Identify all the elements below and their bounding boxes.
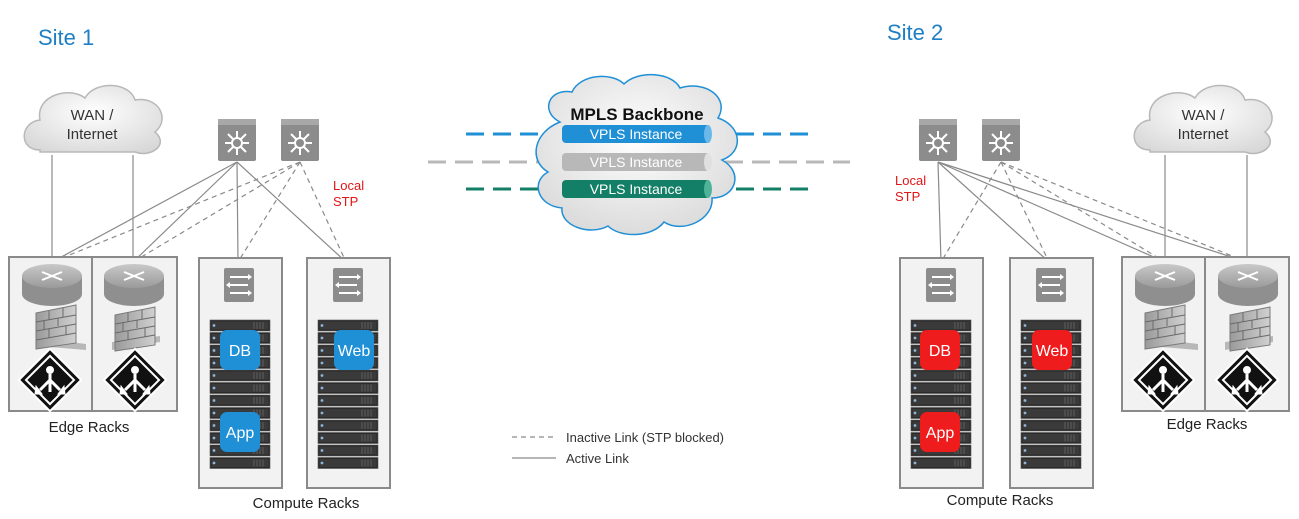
active-links — [937, 161, 1248, 263]
svg-text:DB: DB — [929, 343, 951, 360]
svg-text:VPLS Instance: VPLS Instance — [590, 126, 683, 142]
svg-text:VPLS Instance: VPLS Instance — [590, 181, 683, 197]
edge-racks-label: Edge Racks — [49, 419, 130, 436]
compute-racks-label: Compute Racks — [947, 492, 1054, 509]
vm-tag-db: DB — [920, 330, 960, 370]
firewall-icon — [114, 306, 156, 352]
core-switch-icon — [918, 118, 958, 162]
svg-text:Web: Web — [1036, 343, 1069, 360]
svg-text:VPLS Instance: VPLS Instance — [590, 154, 683, 170]
site1: Site 1 WAN / Intern — [8, 25, 391, 512]
vpls-instance: VPLS Instance — [562, 153, 712, 171]
wan-label-line2: Internet — [1178, 126, 1230, 143]
firewall-icon — [35, 304, 77, 350]
firewall-icon — [1144, 304, 1186, 350]
mpls-backbone-title: MPLS Backbone — [570, 105, 703, 124]
router-icon — [1134, 263, 1196, 307]
legend: Inactive Link (STP blocked) Active Link — [512, 430, 724, 466]
svg-text:App: App — [926, 425, 955, 442]
firewall-icon — [1229, 306, 1271, 352]
router-icon — [21, 263, 83, 307]
tor-switch-icon — [1035, 267, 1067, 303]
wan-label-line1: WAN / — [1182, 107, 1226, 124]
site1-wan-cloud: WAN / Internet — [23, 84, 163, 155]
vm-tag-web: Web — [334, 330, 374, 370]
local-stp-label-line1: Local — [333, 178, 364, 193]
site2-wan-cloud: WAN / Internet — [1133, 84, 1273, 155]
tor-switch-icon — [332, 267, 364, 303]
local-stp-label-line1: Local — [895, 173, 926, 188]
compute-racks-label: Compute Racks — [253, 495, 360, 512]
legend-active-label: Active Link — [566, 451, 629, 466]
inactive-links — [51, 161, 347, 263]
vpls-instance: VPLS Instance — [562, 125, 712, 143]
core-switch-icon — [280, 118, 320, 162]
vm-tag-app: App — [920, 412, 960, 452]
inactive-links — [940, 161, 1248, 263]
svg-text:Web: Web — [338, 343, 371, 360]
site2-links — [937, 155, 1248, 263]
site1-title: Site 1 — [38, 25, 94, 50]
active-links — [51, 161, 347, 263]
edge-racks-label: Edge Racks — [1167, 416, 1248, 433]
vm-tag-app: App — [220, 412, 260, 452]
site2-title: Site 2 — [887, 20, 943, 45]
core-switch-icon — [217, 118, 257, 162]
vpls-instance: VPLS Instance — [562, 180, 712, 198]
router-icon — [1217, 263, 1279, 307]
mpls-backbone: MPLS Backbone VPLS Instance VPLS Instanc… — [428, 73, 850, 236]
vm-tag-db: DB — [220, 330, 260, 370]
svg-text:App: App — [226, 425, 255, 442]
legend-inactive-label: Inactive Link (STP blocked) — [566, 430, 724, 445]
core-switch-icon — [981, 118, 1021, 162]
site1-links — [51, 155, 347, 263]
tor-switch-icon — [223, 267, 255, 303]
wan-label-line2: Internet — [67, 126, 119, 143]
site2: Site 2 WAN / Internet Local — [887, 20, 1290, 509]
tor-switch-icon — [925, 267, 957, 303]
wan-label-line1: WAN / — [71, 107, 115, 124]
svg-text:DB: DB — [229, 343, 251, 360]
router-icon — [103, 263, 165, 307]
local-stp-label-line2: STP — [333, 194, 358, 209]
local-stp-label-line2: STP — [895, 189, 920, 204]
vm-tag-web: Web — [1032, 330, 1072, 370]
